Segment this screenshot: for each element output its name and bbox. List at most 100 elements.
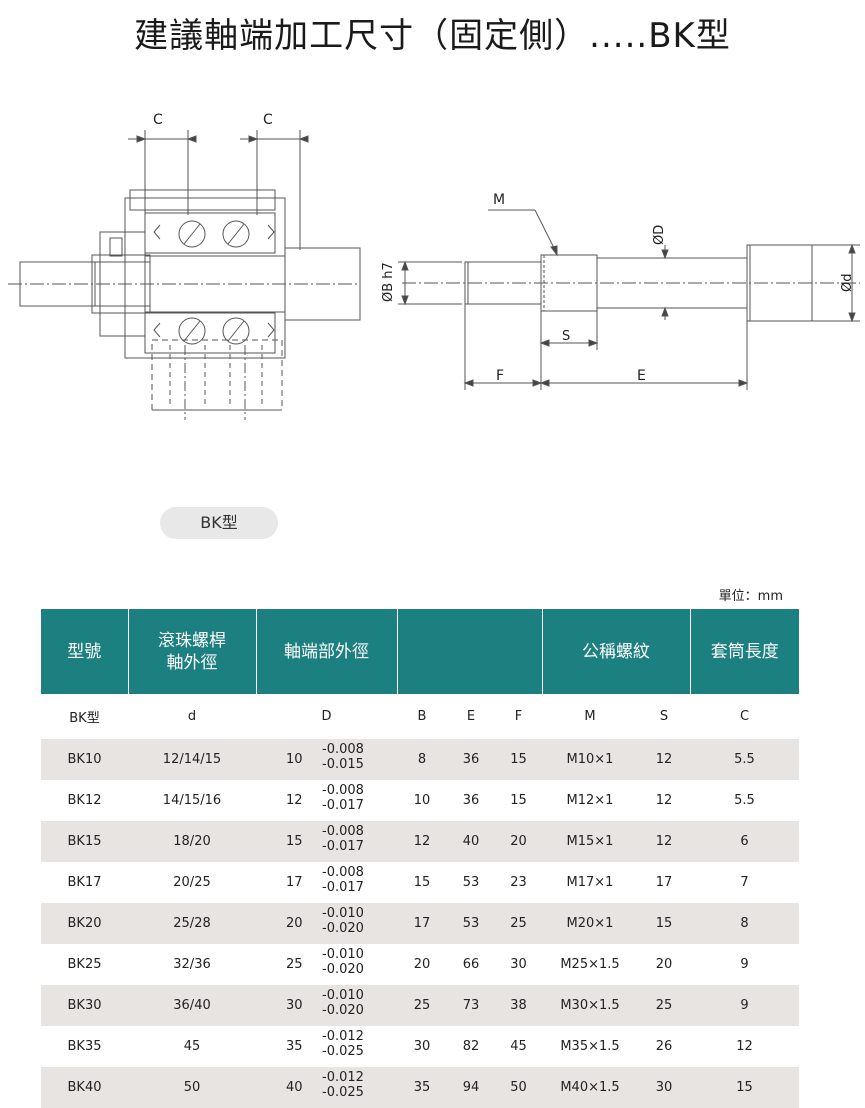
cell-D: 12 -0.008-0.017 — [256, 780, 397, 821]
cell-C: 7 — [740, 875, 749, 890]
cell-C: 8 — [690, 903, 799, 944]
header-blank — [397, 609, 543, 694]
cell-d: 12/14/15 — [128, 739, 256, 780]
cell-C: 6 — [690, 821, 799, 862]
cell-d: 36/40 — [128, 985, 256, 1026]
cell-D-tolerance: -0.008-0.017 — [322, 865, 364, 895]
header-model: 型號 — [41, 609, 129, 694]
cell-D-value: 35 — [286, 1039, 303, 1054]
cell-E: 40 — [447, 821, 495, 862]
cell-model: BK20 — [41, 903, 128, 944]
cell-d: 20/25 — [173, 875, 211, 890]
cell-d: 25/28 — [128, 903, 256, 944]
cell-C: 5.5 — [690, 739, 799, 780]
cell-B: 25 — [397, 985, 447, 1026]
cell-E: 53 — [447, 903, 495, 944]
tolerance-lower: -0.025 — [322, 1044, 364, 1059]
cell-M: M15×1 — [542, 821, 638, 862]
cell-S: 12 — [655, 793, 673, 808]
cell-model: BK40 — [41, 1067, 128, 1108]
cell-F: 23 — [510, 875, 527, 890]
cell-D-tolerance: -0.008-0.015 — [322, 742, 364, 772]
tolerance-lower: -0.015 — [322, 757, 364, 772]
subheader-row: BK型 d D B E F M S C — [41, 694, 799, 739]
cell-D-value: 10 — [286, 752, 303, 767]
cell-D-tolerance: -0.008-0.017 — [322, 824, 364, 854]
cell-F: 15 — [495, 739, 542, 780]
subheader-F: F — [514, 709, 523, 724]
cell-S: 15 — [638, 903, 690, 944]
cell-B: 15 — [413, 875, 431, 890]
cell-d: 18/20 — [128, 821, 256, 862]
cell-M: M35×1.5 — [560, 1039, 620, 1054]
cell-S: 25 — [638, 985, 690, 1026]
cell-B: 30 — [413, 1039, 431, 1054]
cell-S: 12 — [638, 821, 690, 862]
cell-B: 8 — [397, 739, 447, 780]
tolerance-upper: -0.008 — [322, 865, 364, 880]
d-outer-label: ØD — [652, 225, 667, 245]
tolerance-upper: -0.012 — [322, 1070, 364, 1085]
cell-D: 10 -0.008-0.015 — [256, 739, 397, 780]
cell-D-value: 12 — [286, 793, 303, 808]
tolerance-upper: -0.012 — [322, 1029, 364, 1044]
technical-drawing: C C M S F E ØB h7 ØD Ød — [8, 112, 860, 420]
cell-model: BK17 — [67, 875, 102, 890]
cell-S: 17 — [655, 875, 673, 890]
subheader-d: d — [187, 709, 197, 724]
subheader-model: BK型 — [69, 711, 100, 726]
subheader-B: B — [417, 709, 427, 724]
cell-E: 36 — [462, 793, 480, 808]
tolerance-lower: -0.020 — [322, 1003, 364, 1018]
tolerance-lower: -0.020 — [322, 962, 364, 977]
tolerance-upper: -0.008 — [322, 783, 364, 798]
cell-B: 10 — [413, 793, 431, 808]
header-row: 型號 滾珠螺桿 軸外徑 軸端部外徑 公稱螺紋 套筒長度 — [41, 609, 799, 694]
tolerance-lower: -0.017 — [322, 880, 364, 895]
cell-d: 32/36 — [173, 957, 211, 972]
cell-D-value: 20 — [286, 916, 303, 931]
cell-D-value: 25 — [286, 957, 303, 972]
cell-D-tolerance: -0.008-0.017 — [322, 783, 364, 813]
tolerance-upper: -0.010 — [322, 906, 364, 921]
cell-D: 40-0.012-0.025 — [256, 1067, 397, 1108]
c-label-right: C — [263, 112, 273, 128]
page-title: 建議軸端加工尺寸（固定側）.....BK型 — [134, 16, 731, 56]
tolerance-lower: -0.017 — [322, 839, 364, 854]
type-badge: BK型 — [160, 507, 278, 539]
cell-D-tolerance: -0.010-0.020 — [322, 906, 364, 936]
cell-E: 66 — [462, 957, 480, 972]
cell-B: 20 — [413, 957, 431, 972]
cell-F: 30 — [510, 957, 527, 972]
cell-S: 30 — [638, 1067, 690, 1108]
cell-C: 9 — [690, 985, 799, 1026]
cell-B: 17 — [397, 903, 447, 944]
cell-d: 14/15/16 — [162, 793, 222, 808]
tolerance-upper: -0.008 — [322, 742, 364, 757]
cell-B: 12 — [397, 821, 447, 862]
m-label: M — [493, 192, 505, 208]
unit-label: 單位：mm — [718, 589, 783, 604]
cell-F: 45 — [510, 1039, 527, 1054]
cell-D-tolerance: -0.012-0.025 — [322, 1029, 364, 1059]
cell-D-value: 40 — [286, 1080, 303, 1095]
subheader-M: M — [584, 709, 596, 724]
cell-M: M40×1.5 — [542, 1067, 638, 1108]
cell-D: 17-0.008-0.017 — [256, 862, 397, 903]
cell-D-value: 30 — [286, 998, 303, 1013]
cell-M: M10×1 — [542, 739, 638, 780]
cell-model: BK25 — [67, 957, 102, 972]
cell-F: 25 — [495, 903, 542, 944]
tolerance-upper: -0.010 — [322, 988, 364, 1003]
cell-F: 38 — [495, 985, 542, 1026]
header-metric-thread: 公稱螺紋 — [542, 609, 691, 694]
cell-model: BK15 — [41, 821, 128, 862]
